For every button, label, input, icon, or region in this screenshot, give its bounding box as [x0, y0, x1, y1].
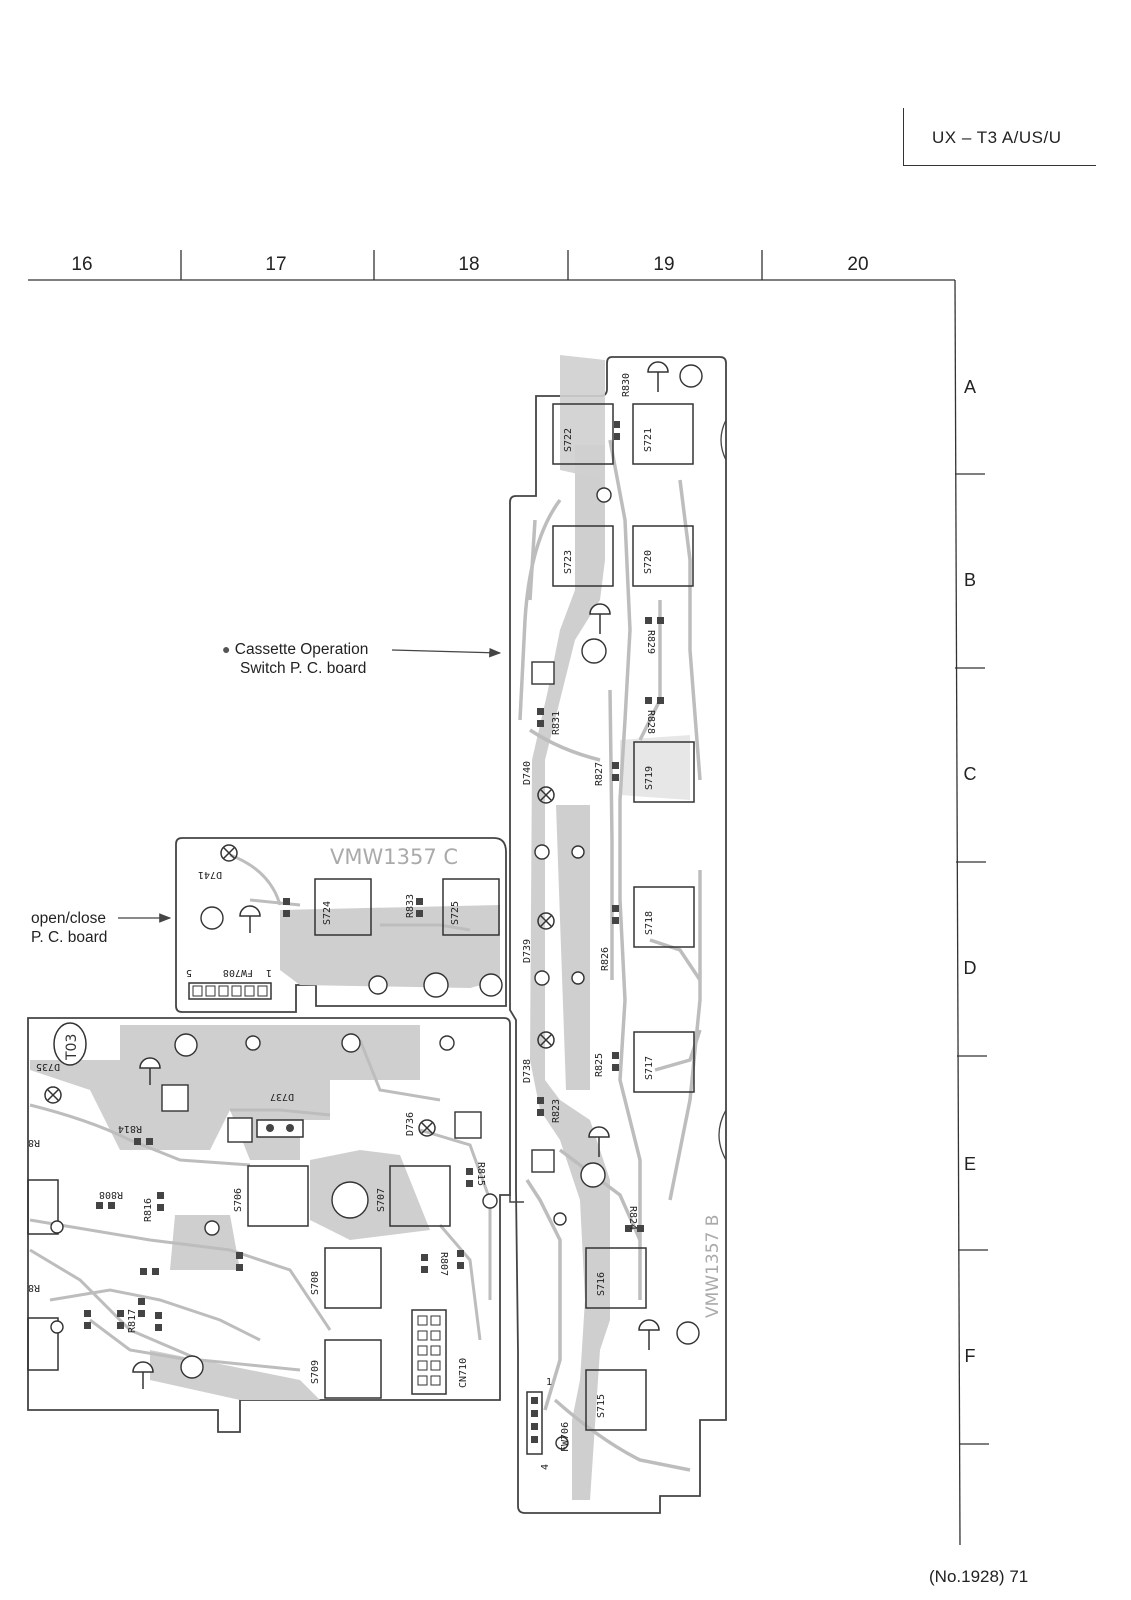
switch-s718	[633, 886, 695, 948]
switch-s707	[389, 1165, 451, 1227]
diode-label: D739	[522, 939, 533, 963]
switch-s715	[585, 1369, 647, 1431]
switch-s716	[585, 1247, 647, 1309]
screw-icon	[239, 905, 261, 917]
connector-cn710	[411, 1309, 447, 1395]
grid-row-label: F	[964, 1346, 976, 1366]
switch-label: S724	[322, 901, 333, 925]
connector-label: FW706	[560, 1422, 571, 1452]
board-marker: T03	[64, 1034, 80, 1061]
grid-column-label: 20	[847, 254, 869, 275]
switch-s719	[633, 741, 695, 803]
board-id-label: VMW1357 B	[703, 1215, 723, 1318]
header-box	[903, 108, 1096, 166]
diode-label: D738	[522, 1059, 533, 1083]
connector-label: CN710	[458, 1358, 469, 1388]
resistor-label: R815	[475, 1162, 486, 1186]
grid-row-label: D	[963, 958, 977, 978]
grid-row-label: C	[963, 764, 977, 784]
switch-label: S723	[563, 550, 574, 574]
switch-s721	[632, 403, 694, 465]
switch-s708	[324, 1247, 382, 1309]
resistor-label: R814	[118, 1123, 142, 1134]
grid-column-label: 17	[265, 254, 287, 275]
switch-s720	[632, 525, 694, 587]
resistor-label: R833	[405, 894, 416, 918]
grid-column-label: 16	[71, 254, 93, 275]
board-id-label: VMW1357 C	[330, 845, 458, 869]
bullet-icon: ●	[222, 641, 231, 657]
switch-label: S706	[233, 1188, 244, 1212]
screw-icon	[588, 361, 669, 1350]
openclose-board-callout: open/close P. C. board	[31, 909, 107, 947]
callout-line1: Cassette Operation	[234, 641, 369, 658]
switch-label: S709	[310, 1360, 321, 1384]
diode-label: D741	[198, 869, 222, 880]
grid-row-label: A	[963, 377, 976, 397]
resistor-label: R816	[143, 1198, 154, 1222]
pin-label: 1	[546, 1377, 552, 1388]
diode-label: D740	[522, 761, 533, 785]
switch-s722	[552, 403, 614, 465]
resistor-label: R828	[645, 710, 656, 734]
model-label: UX – T3 A/US/U	[932, 128, 1062, 147]
partial-label: R8	[28, 1282, 40, 1293]
resistor-label: R826	[600, 947, 611, 971]
switch-label: S708	[310, 1271, 321, 1295]
grid-column-label: 19	[653, 254, 675, 275]
resistor-label: R823	[551, 1099, 562, 1123]
switch-s723	[552, 525, 614, 587]
cassette-callout-arrow	[391, 647, 502, 658]
resistor-label: R830	[621, 373, 632, 397]
pin-label: 1	[266, 967, 272, 978]
openclose-board: S724 S725 R833 D741 FW708 5 1 VMW1357	[175, 837, 507, 1013]
diode-label: D735	[36, 1061, 60, 1072]
resistor-label: R831	[551, 711, 562, 735]
diode-label: D737	[270, 1091, 294, 1102]
resistor-label: R827	[594, 762, 605, 786]
grid-row-label: B	[963, 570, 976, 590]
callout-line2: Switch P. C. board	[240, 660, 367, 677]
resistor-label: R825	[594, 1053, 605, 1077]
callout-line1: open/close	[31, 910, 106, 927]
partial-label: R8	[28, 1137, 40, 1148]
resistor-label: R824	[627, 1206, 638, 1230]
switch-label: S725	[450, 901, 461, 925]
resistor-label: R817	[127, 1309, 138, 1333]
grid-frame	[28, 250, 989, 1546]
switch-label: S722	[563, 428, 574, 452]
resistor-label: R807	[438, 1252, 449, 1276]
pin-label: 5	[186, 967, 192, 978]
switch-label: S720	[643, 550, 654, 574]
switch-label: S719	[644, 766, 655, 790]
diode-icon	[537, 786, 555, 1049]
switch-label: S717	[644, 1056, 655, 1080]
lower-board: S706 S707 S708 S709 CN710 R814 R808 R816…	[27, 1017, 524, 1433]
grid-row-label: E	[963, 1154, 976, 1174]
switch-s706	[247, 1165, 309, 1227]
grid-column-label: 18	[458, 254, 480, 275]
diode-label: D736	[405, 1112, 416, 1136]
switch-s709	[324, 1339, 382, 1399]
page-number: (No.1928) 71	[929, 1567, 1029, 1586]
pin-label: 4	[540, 1464, 551, 1470]
switch-label: S718	[644, 911, 655, 935]
resistor-label: R808	[99, 1189, 123, 1200]
switch-label: S715	[596, 1394, 607, 1418]
screw-icon	[132, 1057, 161, 1389]
switch-s717	[633, 1031, 695, 1093]
cassette-board: S722 S721 S723 S720 S719 S718 S717 S716 …	[509, 355, 727, 1514]
connector-label: FW708	[223, 967, 253, 978]
switch-label: S721	[643, 428, 654, 452]
switch-label: S707	[376, 1188, 387, 1212]
callout-line2: P. C. board	[31, 929, 108, 946]
cassette-board-callout: ● Cassette Operation Switch P. C. board	[222, 640, 368, 678]
switch-label: S716	[596, 1272, 607, 1296]
resistor-label: R829	[645, 630, 656, 654]
